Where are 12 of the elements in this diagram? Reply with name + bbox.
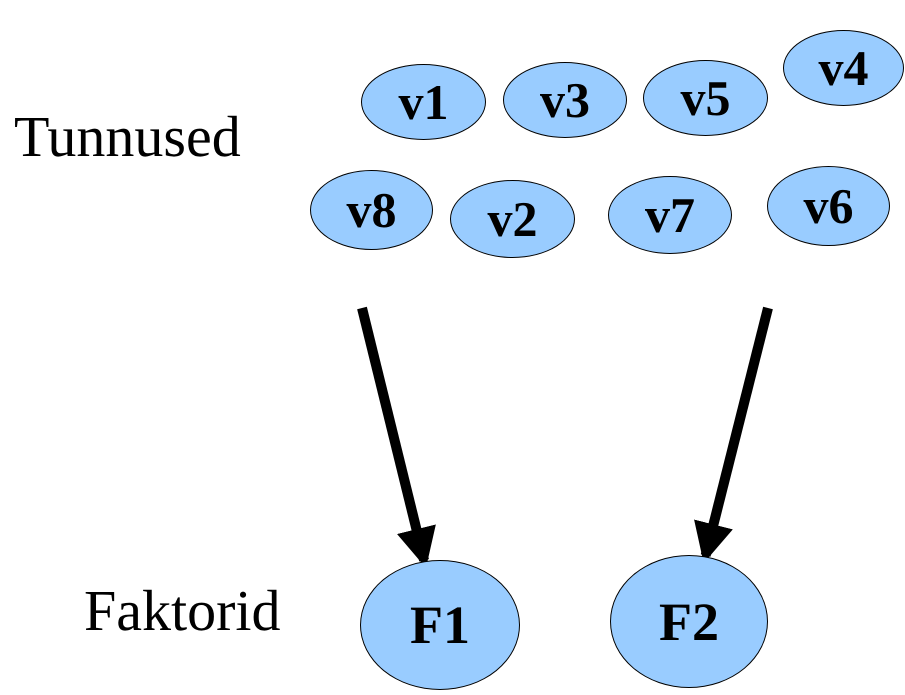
node-label: v6 — [804, 181, 854, 231]
node-label: F2 — [659, 594, 719, 648]
node-label: v7 — [645, 190, 695, 240]
group-label: Tunnused — [14, 108, 241, 166]
node-label: F1 — [410, 598, 470, 652]
group-label: Faktorid — [84, 582, 281, 640]
node-label: v8 — [346, 185, 396, 235]
node-label: v2 — [488, 194, 538, 244]
node-label: v1 — [398, 77, 448, 127]
node-label: v4 — [818, 43, 868, 93]
node-label: v3 — [540, 75, 590, 125]
node-label: v5 — [680, 73, 730, 123]
